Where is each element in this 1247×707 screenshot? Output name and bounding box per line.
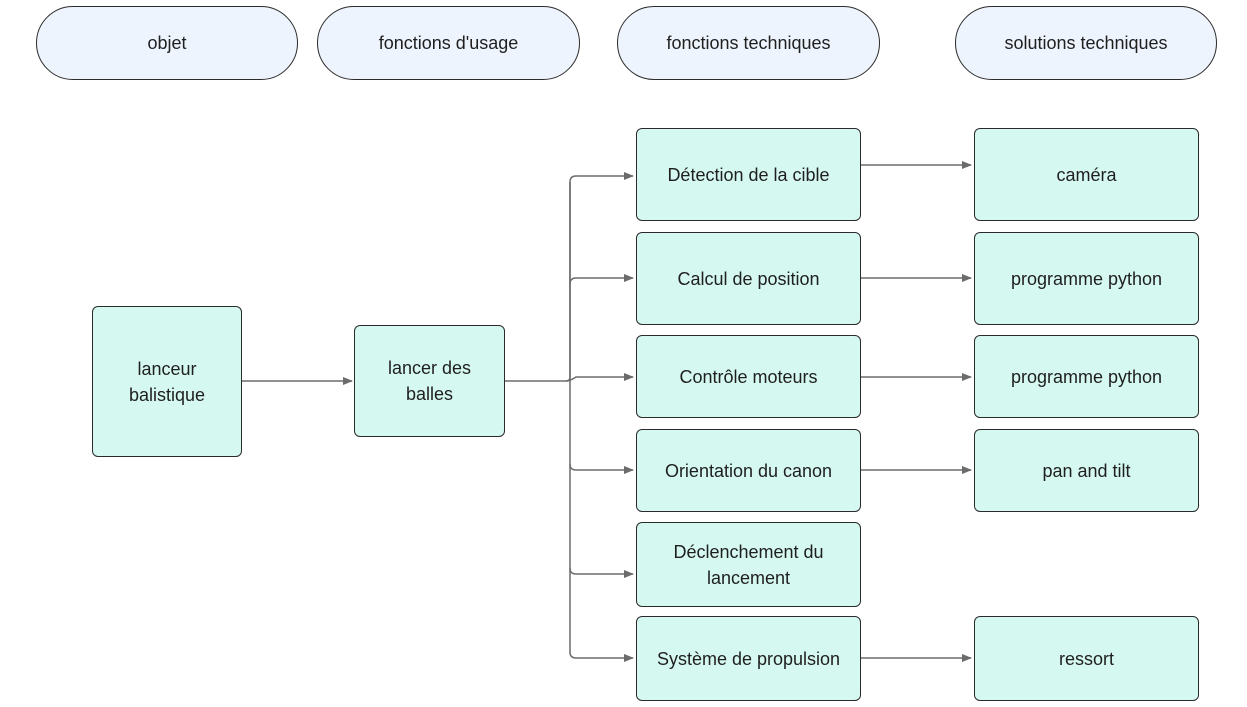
node-solution-spring: ressort [974,616,1199,701]
connector-to-function-3 [565,373,634,382]
node-function-position-calculation: Calcul de position [636,232,861,325]
node-solution-pan-and-tilt: pan and tilt [974,429,1199,512]
node-object: lanceur balistique [92,306,242,457]
node-solution-python-program-1: programme python [974,232,1199,325]
node-function-target-detection: Détection de la cible [636,128,861,221]
header-solutions-techniques: solutions techniques [955,6,1217,80]
header-fonctions-usage: fonctions d'usage [317,6,580,80]
node-usage: lancer des balles [354,325,505,437]
node-function-propulsion-system: Système de propulsion [636,616,861,701]
node-function-launch-trigger: Déclenchement du lancement [636,522,861,607]
connector-to-function-6 [569,651,634,662]
connector-to-function-2 [569,274,634,285]
node-function-cannon-orientation: Orientation du canon [636,429,861,512]
header-fonctions-techniques: fonctions techniques [617,6,880,80]
node-function-motor-control: Contrôle moteurs [636,335,861,418]
node-solution-python-program-2: programme python [974,335,1199,418]
header-objet: objet [36,6,298,80]
connector-to-function-4 [569,463,634,474]
connector-to-function-5 [569,567,634,578]
node-solution-camera: caméra [974,128,1199,221]
